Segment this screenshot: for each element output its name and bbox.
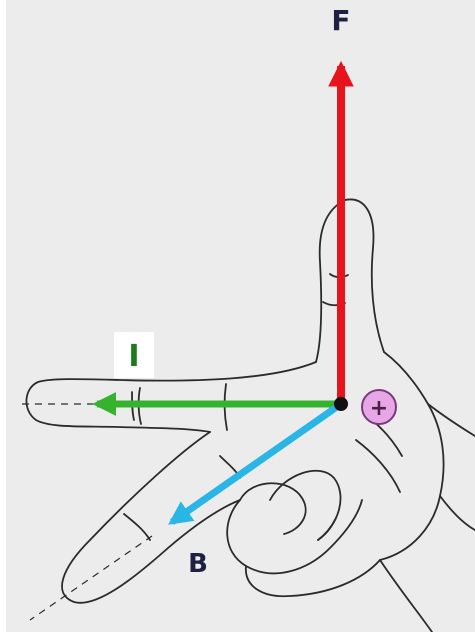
origin-dot (334, 397, 348, 411)
positive-charge-icon: + (362, 390, 396, 424)
field-label: B (188, 549, 208, 579)
force-label: F (331, 4, 350, 37)
charge-sign: + (370, 396, 388, 421)
current-label: I (128, 339, 139, 374)
diagram-background (6, 0, 475, 632)
